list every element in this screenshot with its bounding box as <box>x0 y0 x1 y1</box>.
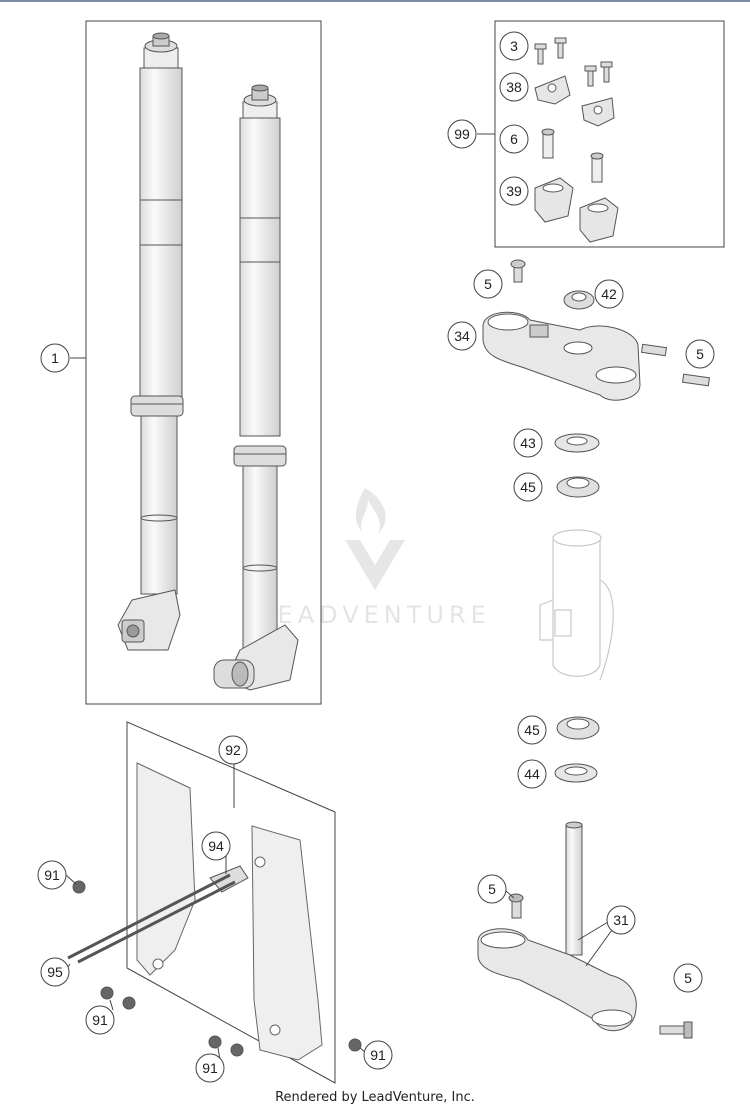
bolts-95 <box>67 873 236 964</box>
svg-text:38: 38 <box>506 79 522 95</box>
svg-text:94: 94 <box>208 838 224 854</box>
svg-text:91: 91 <box>44 867 60 883</box>
bolt-5-top <box>510 259 526 283</box>
svg-text:1: 1 <box>51 350 59 366</box>
lower-triple-clamp-31 <box>477 821 637 1032</box>
callout-44: 44 <box>517 759 547 789</box>
svg-text:5: 5 <box>484 276 492 292</box>
bolts-5-side <box>640 343 710 387</box>
callout-43: 43 <box>513 428 543 458</box>
fork-leg-right <box>213 84 299 691</box>
callout-34: 34 <box>447 321 477 351</box>
svg-text:91: 91 <box>370 1047 386 1063</box>
seal-44 <box>554 763 598 783</box>
svg-text:99: 99 <box>454 126 470 142</box>
svg-text:6: 6 <box>510 131 518 147</box>
callout-99: 99 <box>447 119 477 149</box>
bolt-6-parts <box>541 128 604 183</box>
svg-text:39: 39 <box>506 183 522 199</box>
clamp-39-parts <box>534 177 619 243</box>
bearing-45-top <box>556 476 600 498</box>
watermark-logo: LEADVENTURE <box>259 488 491 629</box>
svg-text:95: 95 <box>47 964 63 980</box>
svg-text:5: 5 <box>488 881 496 897</box>
callout-38: 38 <box>499 72 529 102</box>
callout-45-bottom: 45 <box>517 715 547 745</box>
callout-1: 1 <box>40 343 70 373</box>
callout-5-lower-right: 5 <box>673 963 703 993</box>
svg-text:91: 91 <box>92 1012 108 1028</box>
callout-6: 6 <box>499 124 529 154</box>
callout-5-top: 5 <box>473 269 503 299</box>
callout-42: 42 <box>594 279 624 309</box>
callout-91-a: 91 <box>37 860 67 890</box>
bolt-5-lower-right <box>659 1021 693 1039</box>
svg-text:92: 92 <box>225 742 241 758</box>
callout-91-b: 91 <box>85 1005 115 1035</box>
callout-92: 92 <box>218 735 248 765</box>
callout-5-lower-left: 5 <box>477 874 507 904</box>
footer-credit: Rendered by LeadVenture, Inc. <box>275 1090 475 1105</box>
top-border <box>0 0 750 2</box>
callout-91-d: 91 <box>363 1040 393 1070</box>
svg-text:45: 45 <box>520 479 536 495</box>
svg-text:34: 34 <box>454 328 470 344</box>
bolt-5-lower-left <box>508 893 524 919</box>
svg-text:45: 45 <box>524 722 540 738</box>
screw-3-parts <box>534 37 613 87</box>
watermark-text: LEADVENTURE <box>259 601 491 629</box>
callout-3: 3 <box>499 31 529 61</box>
seal-43 <box>554 433 600 453</box>
callout-45-top: 45 <box>513 472 543 502</box>
callout-31: 31 <box>606 905 636 935</box>
bearing-45-bottom <box>556 716 600 740</box>
nut-42 <box>563 290 595 310</box>
bolts-91 <box>72 880 362 1057</box>
callout-5-side: 5 <box>685 339 715 369</box>
fork-guard-left <box>136 762 196 976</box>
svg-text:91: 91 <box>202 1060 218 1076</box>
callout-39: 39 <box>499 176 529 206</box>
svg-text:31: 31 <box>613 912 629 928</box>
fork-guard-kit-frame <box>126 721 336 1084</box>
svg-text:5: 5 <box>684 970 692 986</box>
svg-text:42: 42 <box>601 286 617 302</box>
callout-95: 95 <box>40 957 70 987</box>
clamp-94 <box>209 865 249 893</box>
fork-guard-right <box>251 825 323 1061</box>
callout-91-c: 91 <box>195 1053 225 1083</box>
svg-text:5: 5 <box>696 346 704 362</box>
svg-text:43: 43 <box>520 435 536 451</box>
svg-text:3: 3 <box>510 38 518 54</box>
callout-94: 94 <box>201 831 231 861</box>
upper-triple-clamp-34 <box>482 311 641 401</box>
steering-head-frame <box>539 529 614 681</box>
clamp-38-parts <box>534 75 615 127</box>
fork-assembly-frame <box>85 20 322 705</box>
svg-text:44: 44 <box>524 766 540 782</box>
fork-leg-left <box>117 32 184 651</box>
